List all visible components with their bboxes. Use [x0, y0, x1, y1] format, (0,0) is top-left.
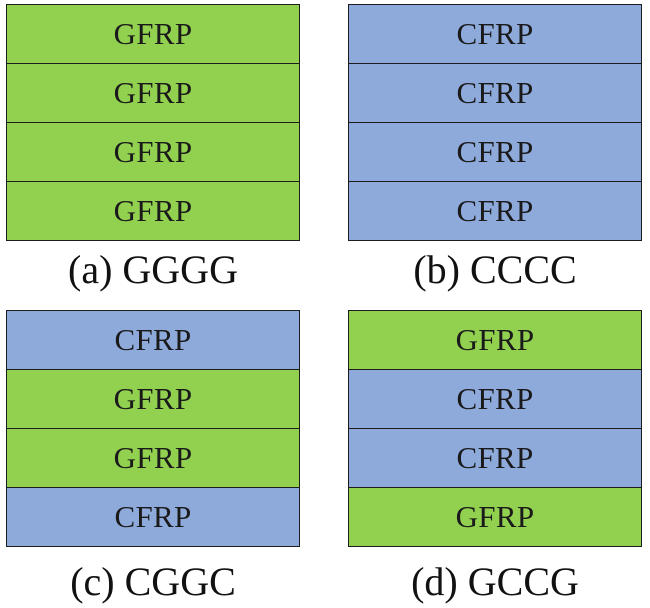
layer-1: GFRP	[349, 311, 641, 369]
caption-cggc: (c) CGGC	[70, 559, 236, 604]
layer-3: CFRP	[349, 428, 641, 487]
layer-2: CFRP	[349, 369, 641, 428]
layup-stack-gggg: GFRP GFRP GFRP GFRP	[6, 4, 300, 241]
panel-gccg: GFRP CFRP CFRP GFRP (d) GCCG	[348, 310, 642, 604]
layer-4: GFRP	[349, 487, 641, 546]
layer-1: GFRP	[7, 5, 299, 63]
layup-stack-cccc: CFRP CFRP CFRP CFRP	[348, 4, 642, 241]
layer-1: CFRP	[7, 311, 299, 369]
layup-stack-cggc: CFRP GFRP GFRP CFRP	[6, 310, 300, 547]
panel-gggg: GFRP GFRP GFRP GFRP (a) GGGG	[6, 4, 300, 292]
layer-2: GFRP	[7, 369, 299, 428]
caption-gccg: (d) GCCG	[411, 559, 579, 604]
layer-3: CFRP	[349, 122, 641, 181]
layer-3: GFRP	[7, 122, 299, 181]
layer-4: CFRP	[349, 181, 641, 240]
panel-cccc: CFRP CFRP CFRP CFRP (b) CCCC	[348, 4, 642, 292]
caption-cccc: (b) CCCC	[413, 247, 577, 292]
layer-3: GFRP	[7, 428, 299, 487]
layer-4: GFRP	[7, 181, 299, 240]
panel-cggc: CFRP GFRP GFRP CFRP (c) CGGC	[6, 310, 300, 604]
caption-gggg: (a) GGGG	[68, 247, 238, 292]
layer-2: GFRP	[7, 63, 299, 122]
layer-2: CFRP	[349, 63, 641, 122]
layer-1: CFRP	[349, 5, 641, 63]
layer-4: CFRP	[7, 487, 299, 546]
layup-stack-gccg: GFRP CFRP CFRP GFRP	[348, 310, 642, 547]
